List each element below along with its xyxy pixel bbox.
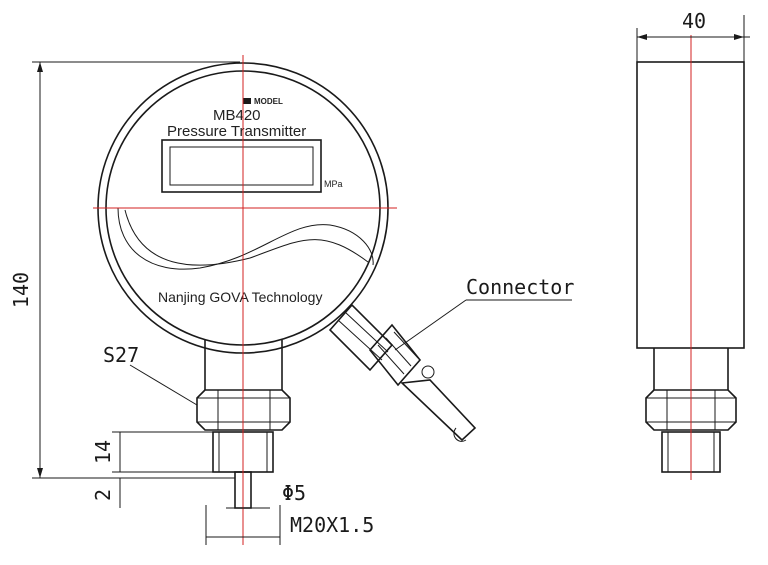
- dial-inner-curve: [124, 209, 369, 266]
- dim-height: 140: [9, 272, 33, 308]
- connector-assembly: [328, 303, 477, 442]
- dimension-thread-length: 14: [91, 431, 213, 473]
- connector-callout: Connector: [394, 275, 574, 351]
- dial-model: MB420: [213, 107, 261, 124]
- side-view: [636, 35, 745, 480]
- dim-tip-length: 2: [91, 489, 115, 501]
- dimension-width: 40: [636, 9, 750, 62]
- dial-face-curve: [117, 207, 374, 270]
- lcd-frame-outer: [161, 139, 322, 193]
- dim-bore: Φ5: [282, 481, 306, 505]
- dim-wrench: S27: [103, 343, 139, 367]
- dimension-bore: Φ5: [226, 481, 306, 509]
- front-view: MODEL MB420 Pressure Transmitter MPa Nan…: [93, 55, 477, 545]
- connector-label: Connector: [466, 275, 574, 299]
- brand-logo-icon: [243, 98, 251, 104]
- dial-brand: MODEL: [254, 97, 283, 106]
- side-hex-nut: [645, 389, 737, 431]
- dimension-wrench: S27: [103, 343, 198, 406]
- dim-thread-length: 14: [91, 440, 115, 464]
- dimension-thread: M20X1.5: [205, 505, 374, 545]
- dial-unit: MPa: [324, 179, 343, 189]
- dim-width: 40: [682, 9, 706, 33]
- dial-product: Pressure Transmitter: [167, 123, 306, 140]
- dial-company: Nanjing GOVA Technology: [158, 289, 322, 305]
- hex-nut: [196, 389, 291, 431]
- lcd-frame-inner: [169, 146, 314, 186]
- dim-thread: M20X1.5: [290, 513, 374, 537]
- dimension-tip-length: 2: [91, 477, 235, 508]
